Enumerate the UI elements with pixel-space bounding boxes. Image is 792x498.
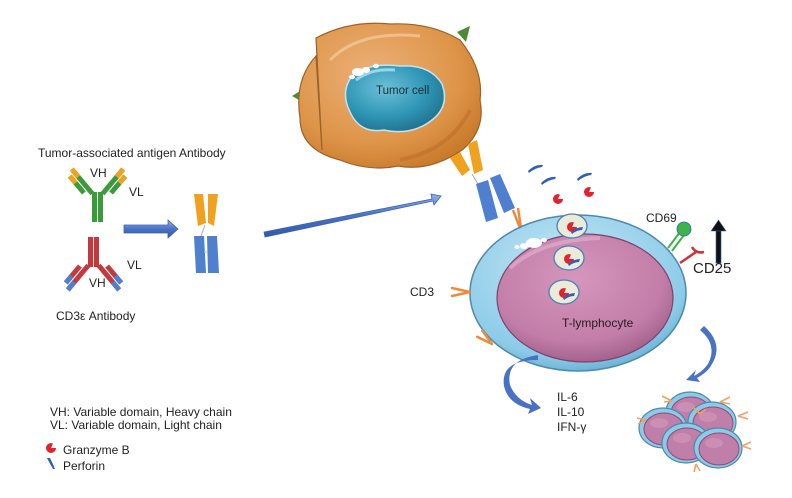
legend-granzyme-label: Granzyme B [63, 443, 130, 457]
granzyme-legend-icon [46, 443, 56, 453]
perforin-legend-icon [47, 458, 55, 469]
cd69-label: CD69 [646, 211, 677, 225]
vh-bottom-label: VH [89, 276, 106, 290]
cytokine-release-arrow-icon [503, 355, 541, 414]
bound-bispecific-antibody-icon [450, 140, 523, 229]
cd69-receptor-icon [667, 221, 692, 252]
long-arrow-icon [263, 193, 442, 238]
cd25-label: CD25 [693, 260, 732, 277]
released-granules-icon [528, 164, 594, 204]
vh-top-label: VH [90, 166, 107, 180]
tumor-cell-icon [292, 22, 482, 169]
cd3-antibody-icon [63, 237, 124, 292]
legend-vh-definition: VH: Variable domain, Heavy chain [50, 405, 232, 419]
tumor-antibody-label: Tumor-associated antigen Antibody [38, 146, 226, 160]
tumor-antigen-antibody-icon [67, 167, 128, 222]
proliferation-arrow-icon [686, 326, 717, 382]
vl-top-label: VL [129, 185, 144, 199]
cd3-receptor-icon [450, 286, 494, 346]
tumor-cell-label: Tumor cell [376, 85, 430, 97]
proliferating-t-cells-icon [636, 391, 752, 473]
cd3-label: CD3 [410, 285, 435, 299]
vl-bottom-label: VL [127, 258, 142, 272]
cytokine-il10: IL-10 [557, 405, 585, 419]
arrow-to-bispecific-icon [123, 219, 179, 239]
t-lymphocyte-label: T-lymphocyte [562, 316, 634, 330]
t-lymphocyte-icon [469, 213, 687, 372]
legend-perforin-label: Perforin [63, 459, 106, 473]
bispecific-antibody-icon [194, 194, 219, 273]
cd3-antibody-label: CD3ε Antibody [56, 309, 136, 323]
legend-vl-definition: VL: Variable domain, Light chain [50, 418, 222, 432]
cytokine-ifng: IFN-γ [557, 420, 587, 434]
upregulation-arrow-icon [710, 219, 727, 264]
cytokine-il6: IL-6 [557, 390, 578, 404]
cd25-receptor-icon [679, 246, 705, 265]
